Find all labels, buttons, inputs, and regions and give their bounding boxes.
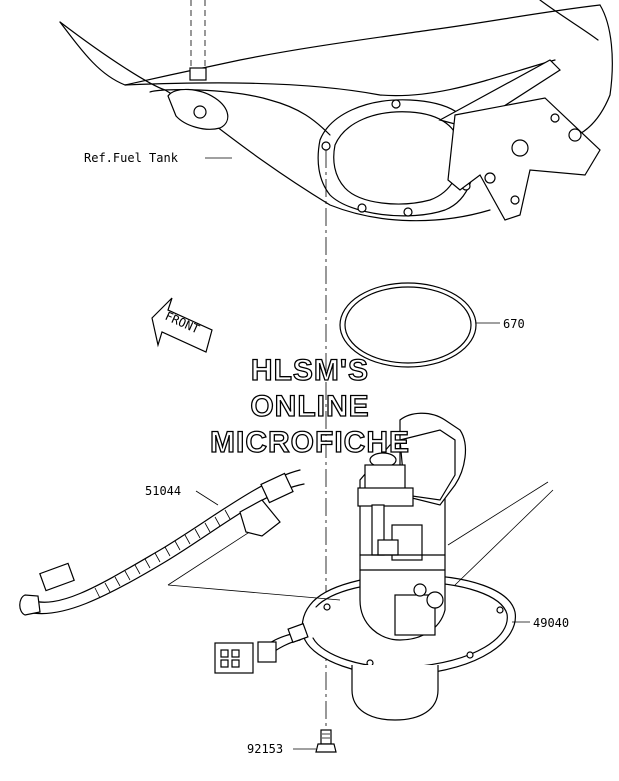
fuel-pump-label: 49040 — [533, 616, 569, 630]
fuel-hose-label: 51044 — [145, 484, 181, 498]
fuel-tank — [59, 0, 613, 222]
fuel-hose-leader — [195, 490, 219, 506]
bolt-92153 — [315, 729, 337, 753]
fuel-hose-51044 — [19, 469, 305, 616]
ref-fuel-tank-label: Ref.Fuel Tank — [84, 151, 179, 165]
front-arrow-icon: FRONT — [151, 297, 213, 353]
gasket-670 — [339, 282, 477, 368]
fuel-pump-assembly — [214, 412, 516, 721]
explode-line-right — [447, 481, 554, 586]
watermark: HLSM'S ONLINE MICROFICHE — [209, 353, 410, 459]
bolt-label: 92153 — [247, 742, 283, 756]
watermark-line-2: ONLINE — [250, 390, 369, 423]
watermark-line-1: HLSM'S — [251, 354, 369, 387]
explode-line-bottom — [167, 584, 341, 601]
gasket-label: 670 — [503, 317, 525, 331]
watermark-line-3: MICROFICHE — [210, 426, 410, 459]
